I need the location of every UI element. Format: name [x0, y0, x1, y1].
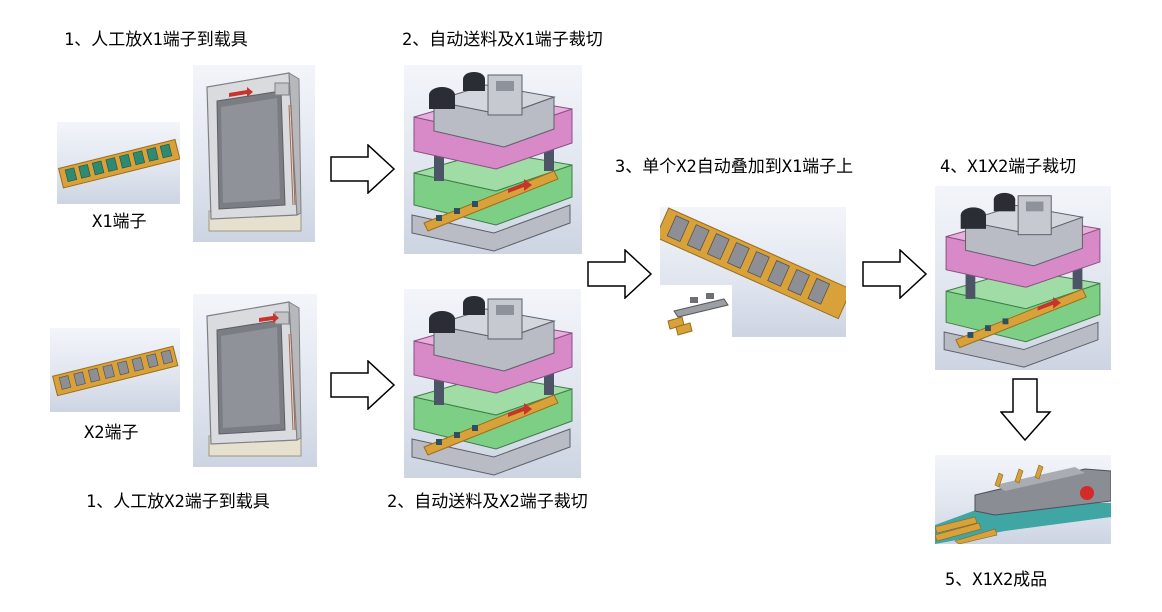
x1-terminal-image: [57, 122, 180, 204]
x1-carrier-image: [193, 65, 315, 242]
step4-label: 4、X1X2端子裁切: [940, 157, 1077, 177]
step2-x1-label: 2、自动送料及X1端子裁切: [402, 30, 603, 50]
step1-x2-label: 1、人工放X2端子到载具: [86, 492, 270, 512]
x1-feed-cut-mold-image: [404, 65, 582, 254]
x1-terminal-label: X1端子: [92, 212, 147, 232]
x2-terminal-label: X2端子: [84, 423, 139, 443]
step1-x1-label: 1、人工放X1端子到载具: [64, 30, 248, 50]
step5-label: 5、X1X2成品: [945, 570, 1048, 590]
finished-product-image: [935, 455, 1111, 544]
step2-x2-label: 2、自动送料及X2端子裁切: [387, 492, 588, 512]
down-arrow-icon: [1000, 378, 1052, 442]
x1x2-cut-mold-image: [935, 186, 1111, 370]
stacked-terminal-image: [660, 207, 846, 337]
right-arrow-icon: [330, 360, 396, 410]
x2-carrier-image: [193, 294, 317, 467]
x2-terminal-image: [50, 328, 180, 412]
right-arrow-icon: [587, 249, 653, 299]
right-arrow-icon: [862, 249, 928, 299]
step3-label: 3、单个X2自动叠加到X1端子上: [615, 157, 854, 177]
x2-feed-cut-mold-image: [404, 289, 581, 478]
right-arrow-icon: [330, 144, 396, 194]
